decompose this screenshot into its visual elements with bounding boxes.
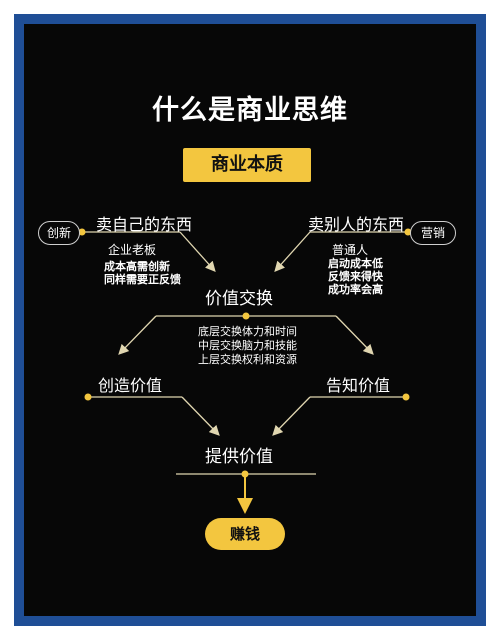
left-heading: 卖自己的东西 [96,215,193,234]
arrow-left-to-exchange [179,231,216,272]
left-note-2: 同样需要正反馈 [104,273,181,286]
left-sub: 企业老板 [108,243,157,257]
exchange-level-2: 中层交换脑力和技能 [198,339,297,352]
dot-inform [402,393,410,401]
dot-provide [241,470,249,478]
dot-right-top [404,228,412,236]
right-heading: 卖别人的东西 [308,215,405,234]
core-badge: 商业本质 [183,148,311,182]
left-note-1: 成本高需创新 [104,260,170,273]
arrow-create-to-provide [181,396,220,436]
exchange-level-3: 上层交换权利和资源 [198,353,297,366]
right-note-3: 成功率会高 [328,283,383,296]
arrow-to-create [118,315,157,355]
marketing-tag: 营销 [410,221,456,245]
exchange-level-1: 底层交换体力和时间 [198,325,297,338]
create-value-label: 创造价值 [98,376,163,395]
innovation-tag: 创新 [38,221,80,245]
arrow-right-to-exchange [274,231,311,272]
provide-value-label: 提供价值 [205,447,273,467]
dot-left-top [78,228,86,236]
money-badge: 赚钱 [205,518,285,550]
inform-value-label: 告知价值 [326,376,391,395]
diagram-panel [24,24,476,616]
arrow-to-inform [335,315,374,355]
dot-create [84,393,92,401]
right-note-2: 反馈来得快 [328,270,383,283]
dot-exchange [242,312,250,320]
right-sub: 普通人 [332,243,369,257]
right-note-1: 启动成本低 [328,257,383,270]
page-title: 什么是商业思维 [152,95,348,126]
arrow-inform-to-provide [272,396,311,436]
value-exchange-label: 价值交换 [205,289,273,309]
